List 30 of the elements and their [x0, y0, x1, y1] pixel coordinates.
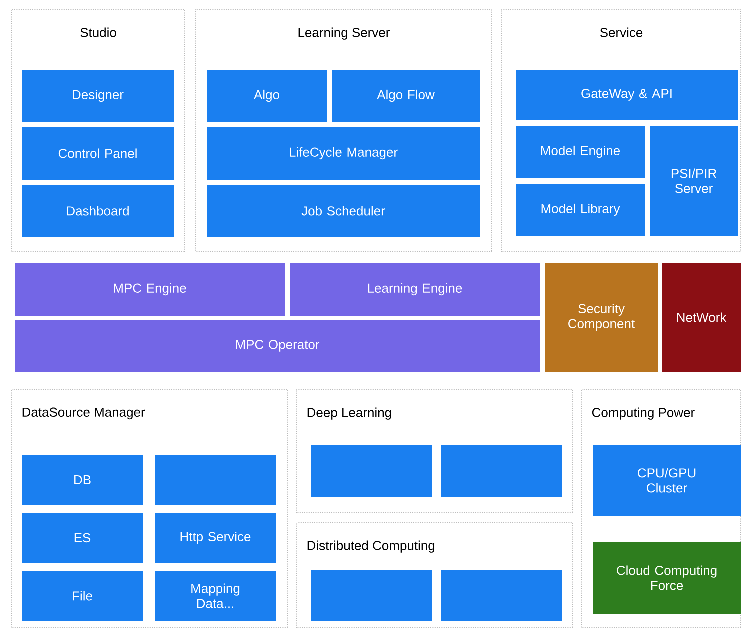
component-box: Learning Engine	[290, 263, 540, 316]
component-box: Designer	[22, 70, 174, 122]
component-box	[441, 570, 562, 621]
component-box	[311, 445, 432, 497]
component-box: Cloud Computing Force	[593, 542, 741, 614]
component-box: Model Library	[516, 184, 645, 236]
component-box: LifeCycle Manager	[207, 127, 480, 180]
component-box: Algo	[207, 70, 327, 122]
component-box: CPU/GPU Cluster	[593, 445, 741, 516]
component-box: Mapping Data...	[155, 571, 276, 621]
panel: Distributed Computing	[296, 522, 574, 628]
component-box: GateWay & API	[516, 70, 738, 120]
component-box: Job Scheduler	[207, 185, 480, 237]
panel: Deep Learning	[296, 390, 574, 514]
component-box: Control Panel	[22, 127, 174, 180]
component-box: ES	[22, 513, 143, 563]
component-box	[311, 570, 432, 621]
component-box: Security Component	[545, 263, 658, 372]
component-box: NetWork	[662, 263, 741, 372]
component-box	[441, 445, 562, 497]
component-box: DB	[22, 455, 143, 505]
component-box: PSI/PIR Server	[650, 126, 738, 236]
component-box	[155, 455, 276, 505]
component-box: File	[22, 571, 143, 621]
component-box: Dashboard	[22, 185, 174, 237]
component-box: MPC Operator	[15, 320, 540, 372]
component-box: Model Engine	[516, 126, 645, 178]
component-box: MPC Engine	[15, 263, 285, 316]
component-box: Http Service	[155, 513, 276, 563]
component-box: Algo Flow	[332, 70, 480, 122]
